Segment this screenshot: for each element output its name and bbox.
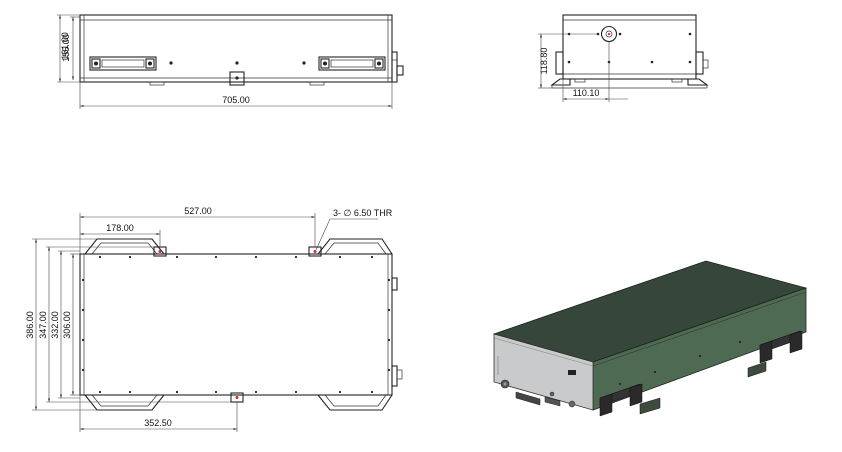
top-view-body xyxy=(79,253,393,396)
front-view: 161.00 155.00 705.00 xyxy=(57,14,404,109)
iso-d-connector xyxy=(515,391,541,406)
side-view: 118.80 110.10 xyxy=(538,14,709,102)
front-mount-tab xyxy=(229,71,245,86)
hole-note: 3- ∅ 6.50 THR xyxy=(333,208,393,218)
dim-top-width-2: 347.00 xyxy=(38,311,48,339)
top-view: 527.00 178.00 3- ∅ 6.50 THR 386.00 347.0… xyxy=(25,206,403,432)
top-view-handle-tr xyxy=(317,238,393,255)
iso-handle-front xyxy=(599,383,661,417)
top-view-handle-bl xyxy=(84,394,165,411)
dim-front-length: 705.00 xyxy=(222,95,250,105)
mount-hole-3 xyxy=(235,396,239,399)
dim-side-height: 118.80 xyxy=(539,48,549,75)
iso-front-panel xyxy=(493,333,594,411)
dim-side-width: 110.10 xyxy=(573,88,600,98)
mount-hole-2 xyxy=(313,250,317,253)
top-edge-screws xyxy=(81,255,391,394)
dim-top-width-3: 332.00 xyxy=(50,311,60,339)
iso-handle-rear xyxy=(747,330,803,378)
dim-top-handle: 178.00 xyxy=(106,223,134,233)
mount-hole-1 xyxy=(158,250,162,253)
dim-bottom-offset: 352.50 xyxy=(144,418,172,428)
front-left-handle xyxy=(89,56,157,71)
side-round-connector xyxy=(600,25,618,43)
dim-top-span: 527.00 xyxy=(184,206,212,216)
front-right-handle xyxy=(318,56,386,71)
dim-front-height-inner: 155.00 xyxy=(61,34,71,62)
dim-front-height-outer: 161.00 xyxy=(60,32,70,60)
dim-top-width-inner: 306.00 xyxy=(62,311,72,339)
isometric-view xyxy=(492,260,808,417)
dim-top-width-outer: 386.00 xyxy=(25,311,35,339)
top-view-handle-br xyxy=(317,394,393,411)
iso-indicator xyxy=(568,370,576,375)
top-view-handle-tl xyxy=(84,238,165,255)
